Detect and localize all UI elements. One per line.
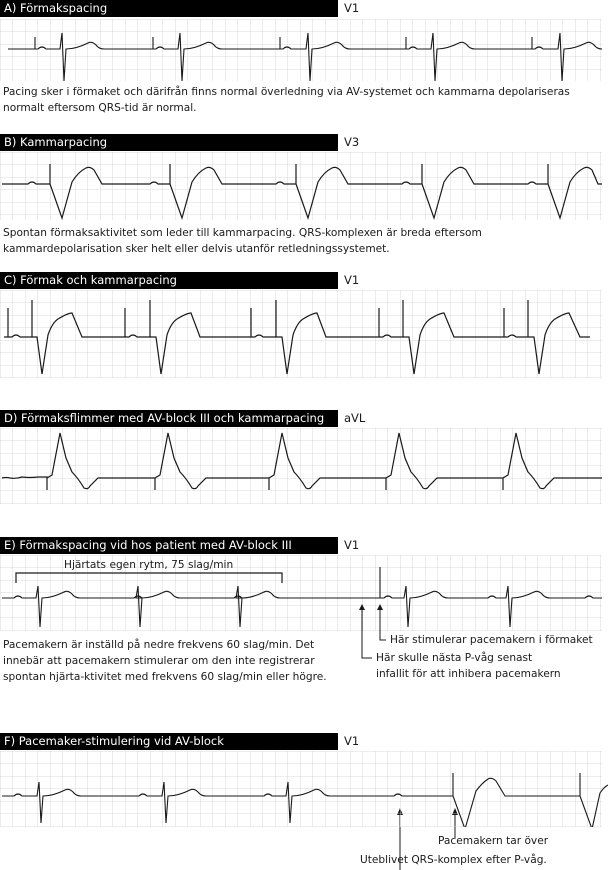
ecg-strip-c (0, 290, 610, 378)
annotation-next-p-wave-line1: Här skulle nästa P-våg senast (376, 652, 533, 664)
section-e-lead: V1 (344, 538, 360, 552)
section-f-title: F) Pacemaker-stimulering vid AV-block (0, 733, 338, 750)
section-b-description: Spontan förmaksaktivitet som leder till … (3, 227, 482, 255)
annotation-pacemaker-takes-over: Pacemakern tar över (438, 835, 549, 847)
section-c-title: C) Förmak och kammarpacing (0, 272, 338, 289)
section-e-description: Pacemakern är inställd på nedre frekvens… (3, 639, 327, 683)
section-b-title: B) Kammarpacing (0, 134, 338, 151)
ecg-strip-d (0, 428, 610, 504)
annotation-pacemaker-stimulates-atrium: Här stimulerar pacemakern i förmaket (390, 634, 593, 646)
section-a-lead: V1 (344, 1, 360, 15)
section-d-lead: aVL (344, 411, 366, 425)
section-d-title: D) Förmaksflimmer med AV-block III och k… (0, 410, 338, 427)
annotation-next-p-wave-line2: infallit för att inhibera pacemakern (376, 668, 561, 680)
section-f-lead: V1 (344, 734, 360, 748)
ecg-strip-a (0, 19, 610, 81)
section-e-title: E) Förmakspacing vid hos patient med AV-… (0, 537, 338, 554)
bracket-label: Hjärtats egen rytm, 75 slag/min (64, 559, 234, 571)
section-a-description: Pacing sker i förmaket och därifrån finn… (3, 86, 570, 114)
section-a-title: A) Förmakspacing (0, 0, 338, 17)
ecg-strip-e (0, 555, 610, 631)
annotation-missing-qrs: Uteblivet QRS-komplex efter P-våg. (360, 854, 547, 866)
section-c-lead: V1 (344, 273, 360, 287)
bracket (15, 572, 283, 583)
ecg-strip-b (0, 152, 610, 220)
section-b-lead: V3 (344, 135, 360, 149)
ecg-strip-f (0, 751, 610, 827)
